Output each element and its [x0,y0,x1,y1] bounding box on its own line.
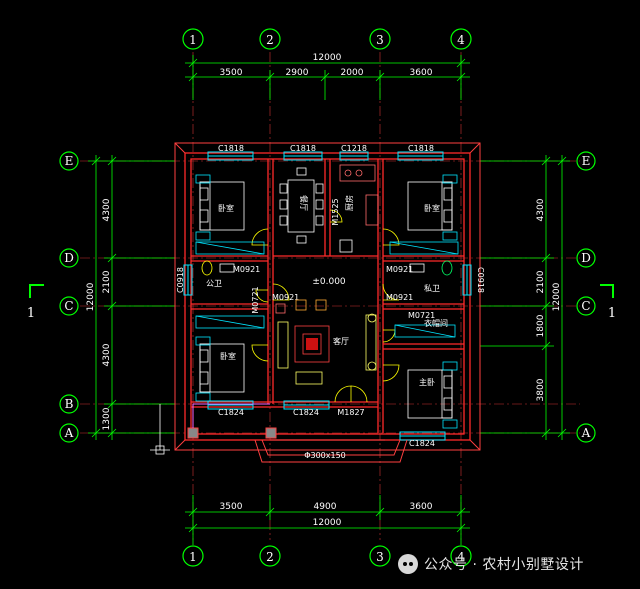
window-left: C0918 [176,267,185,293]
door-d1: M0921 [233,265,260,274]
right-dim-total: 12000 [552,282,562,311]
window-top-3: C1218 [341,144,367,153]
axis-label-left-a: A [64,426,74,440]
room-living: 客厅 [333,336,349,346]
watermark: 公众号 · 农村小别墅设计 [398,552,584,576]
top-dim-total: 12000 [313,53,342,63]
bottom-dim-total: 12000 [313,518,342,528]
axis-label-left-c: C [64,299,73,313]
section-mark-left [29,284,44,298]
roof-eave-outline [174,142,481,451]
top-dim-seg-2: 2900 [286,68,309,78]
wechat-logo-icon [398,554,418,574]
axis-label-left-d: D [64,251,74,265]
window-top-1: C1818 [218,144,244,153]
door-kitchen: M1525 [331,198,340,225]
room-bedroom-nw: 卧室 [218,203,234,213]
windows [183,151,472,441]
section-mark-left-label: 1 [27,306,35,321]
window-top-2: C1818 [290,144,316,153]
door-d3: M0921 [272,293,299,302]
axis-bubbles-bottom: 1 2 3 4 [182,545,472,567]
porch-note: Φ300x150 [304,451,346,460]
axis-label-right-a: A [581,426,591,440]
bottom-dim-seg-2: 4900 [314,502,337,512]
window-bottom-2: C1824 [293,408,319,417]
room-master: 主卧 [419,377,435,387]
room-bedroom-ne: 卧室 [424,203,440,213]
ucs-marker [150,404,170,455]
right-dimension-lines [480,155,570,440]
room-kitchen: 厨房 [344,195,354,211]
section-mark-right-label: 1 [608,306,616,321]
right-dim-seg-4: 3800 [536,378,546,401]
room-cloakroom: 衣帽间 [424,318,448,328]
walls [184,152,471,441]
bottom-dim-seg-1: 3500 [220,502,243,512]
porch [187,403,408,463]
furniture [195,164,459,429]
left-dim-seg-2: 2100 [102,270,112,293]
door-d5: M0921 [386,293,413,302]
left-dim-seg-1: 4300 [102,198,112,221]
section-mark-right [600,284,614,298]
axis-label-bottom-2: 2 [266,550,274,564]
axis-bubbles-right: E D C A [576,151,596,443]
right-dim-seg-3: 1800 [536,314,546,337]
top-dim-seg-4: 3600 [410,68,433,78]
bottom-dim-seg-3: 3600 [410,502,433,512]
bottom-dimension-lines [185,495,470,545]
axis-label-top-3: 3 [376,33,384,47]
axis-label-top-2: 2 [266,33,274,47]
axis-label-bottom-3: 3 [376,550,384,564]
axis-label-top-4: 4 [457,33,465,47]
axis-grid-lines [80,52,580,540]
axis-label-right-c: C [581,299,590,313]
left-dim-seg-4: 1300 [102,407,112,430]
window-bottom-3: C1824 [409,439,435,448]
axis-label-right-d: D [581,251,591,265]
watermark-text: 公众号 · 农村小别墅设计 [424,557,584,573]
room-bedroom-sw: 卧室 [220,351,236,361]
axis-label-left-b: B [65,397,74,411]
right-dim-seg-2: 2100 [536,270,546,293]
top-dim-seg-1: 3500 [220,68,243,78]
floor-level: ±0.000 [312,277,346,287]
left-dim-seg-3: 4300 [102,343,112,366]
window-right: C0918 [476,267,485,293]
door-main: M1827 [337,408,364,417]
room-dining: 餐厅 [299,195,308,211]
right-dim-seg-1: 4300 [536,198,546,221]
axis-bubbles-left: E D C B A [59,151,79,443]
door-d2: M0721 [251,286,260,313]
axis-label-bottom-4: 4 [457,550,465,564]
axis-label-bottom-1: 1 [189,550,197,564]
room-private-bath: 私卫 [424,284,440,293]
left-dimension-lines [88,155,175,440]
room-public-bath: 公卫 [206,279,222,288]
left-dim-total: 12000 [86,282,96,311]
top-dimension-lines [185,55,470,100]
door-d4: M0921 [386,265,413,274]
top-dim-seg-3: 2000 [341,68,364,78]
axis-label-left-e: E [65,154,74,168]
window-bottom-1: C1824 [218,408,244,417]
axis-label-right-e: E [582,154,591,168]
door-d6: M0721 [408,311,435,320]
living-carpet-center [306,338,318,350]
axis-bubbles-top: 1 2 3 4 [182,28,472,50]
axis-label-top-1: 1 [189,33,197,47]
window-top-4: C1818 [408,144,434,153]
